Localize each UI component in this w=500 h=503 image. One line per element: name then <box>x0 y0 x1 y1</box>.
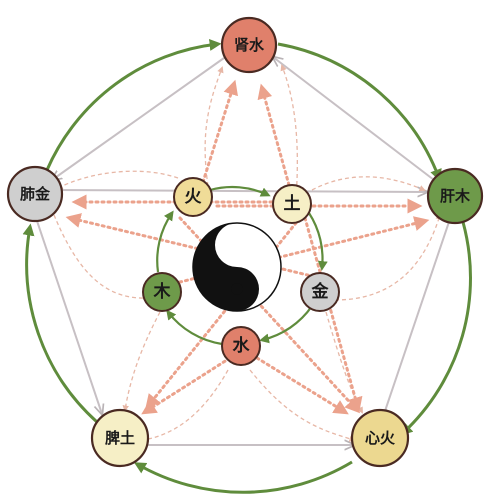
arrow-heart-to-spleen <box>133 460 353 494</box>
node-heart: 心火 <box>350 408 410 468</box>
node-water-label: 水 <box>233 335 251 356</box>
dotted-arrow <box>141 356 232 415</box>
node-kidney: 肾水 <box>220 16 278 74</box>
arrow-spleen-to-lung <box>22 223 99 424</box>
node-kidney-label: 肾水 <box>234 36 265 54</box>
node-spleen-label: 脾土 <box>105 429 135 447</box>
dashed-arrow <box>280 64 298 200</box>
arrow-lung-to-liver <box>52 190 427 192</box>
arrow-liver-to-heart <box>400 221 472 436</box>
dotted-arrow <box>201 79 238 184</box>
inner-arrow-wood-to-fire <box>156 210 174 273</box>
inner-arrow-water-to-wood <box>166 309 223 346</box>
dashed-arrow <box>56 170 179 189</box>
dashed-arrow <box>334 213 442 301</box>
arrow-lung-to-kidney <box>45 38 222 171</box>
node-metal-label: 金 <box>311 281 330 302</box>
node-metal: 金 <box>300 272 340 312</box>
dashed-arrow <box>50 208 151 299</box>
node-lung: 肺金 <box>6 165 64 223</box>
node-fire-label: 火 <box>185 187 203 207</box>
inner-arrow-metal-to-water <box>259 305 313 344</box>
node-earth-label: 土 <box>284 193 301 214</box>
arrow-heart-to-liver <box>383 213 452 415</box>
dashed-arrow <box>311 176 426 192</box>
dotted-arrow <box>145 216 302 410</box>
node-liver-label: 肝木 <box>440 187 471 205</box>
arrow-kidney-to-lung <box>52 57 225 180</box>
dashed-arrow <box>142 369 229 443</box>
node-water: 水 <box>221 326 261 366</box>
inner-arrow-fire-to-earth <box>209 185 271 197</box>
node-wood: 木 <box>142 272 182 312</box>
arrow-lung-to-spleen <box>33 211 102 414</box>
dotted-arrow <box>257 83 291 187</box>
node-lung-label: 肺金 <box>20 185 51 203</box>
arrow-liver-to-kidney <box>273 57 435 181</box>
inner-cycle <box>156 185 328 346</box>
dashed-arrow <box>249 369 356 442</box>
arrow-kidney-to-liver <box>277 42 442 182</box>
node-liver: 肝木 <box>426 167 484 225</box>
yin-yang-symbol <box>192 222 282 312</box>
pentagon-edges <box>33 57 452 445</box>
node-earth: 土 <box>272 184 312 224</box>
node-heart-label: 心火 <box>365 429 396 447</box>
node-spleen: 脾土 <box>90 408 150 468</box>
dotted-arrow <box>255 356 349 415</box>
node-fire: 火 <box>173 177 213 217</box>
node-wood-label: 木 <box>153 281 172 302</box>
inner-arrow-earth-to-metal <box>308 212 328 271</box>
generating-cycle <box>22 38 472 494</box>
dashed-arrow <box>122 311 161 412</box>
dotted-arrow <box>303 216 363 413</box>
